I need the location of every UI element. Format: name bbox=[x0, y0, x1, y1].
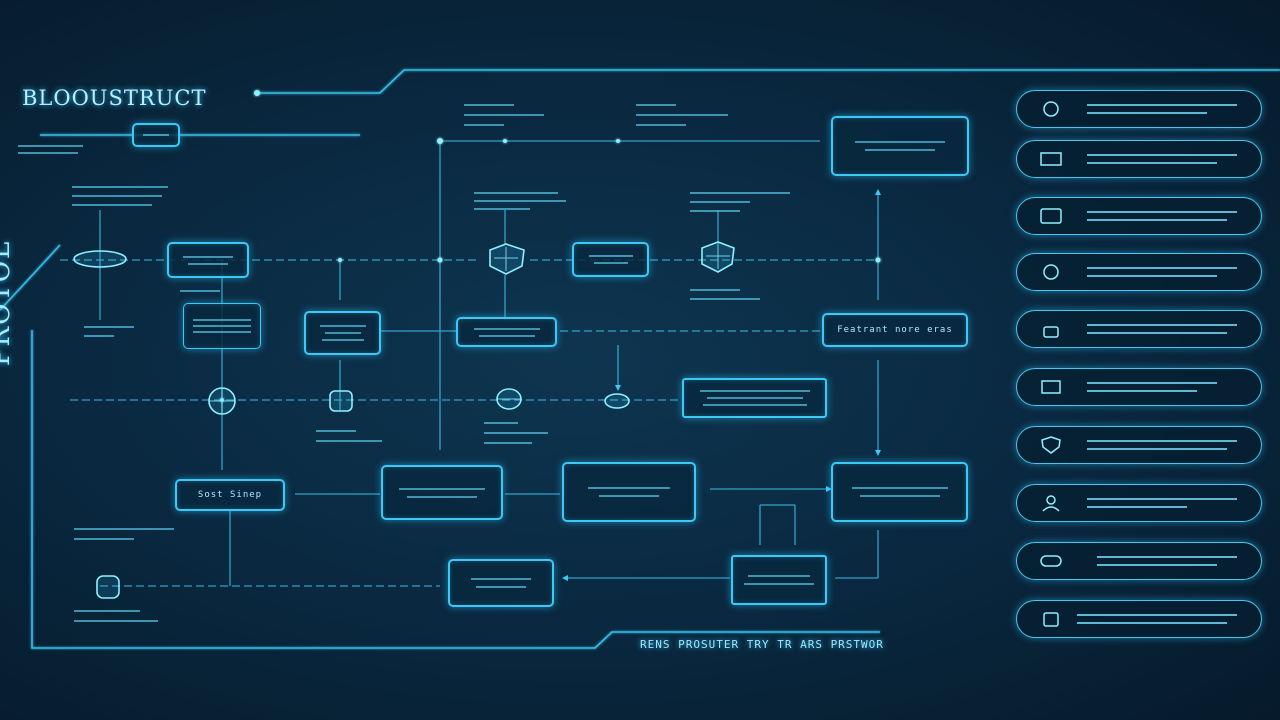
annotation-line bbox=[18, 152, 78, 154]
side-item-10[interactable] bbox=[1016, 600, 1262, 638]
shield-icon bbox=[489, 243, 525, 275]
annotation-line bbox=[72, 204, 152, 206]
annotation-line bbox=[316, 430, 356, 432]
side-item-2[interactable] bbox=[1016, 140, 1262, 178]
annotation-line bbox=[84, 335, 114, 337]
chip-icon bbox=[329, 390, 353, 412]
server-icon bbox=[1040, 208, 1062, 224]
node-mid-a[interactable] bbox=[304, 311, 381, 355]
node-featured[interactable]: Featrant nore eras bbox=[822, 313, 968, 347]
annotation-line bbox=[474, 192, 558, 194]
shield-icon bbox=[1041, 436, 1061, 454]
node-bottom-a[interactable] bbox=[381, 465, 503, 520]
annotation-line bbox=[474, 200, 566, 202]
side-item-7[interactable] bbox=[1016, 426, 1262, 464]
annotation-line bbox=[636, 114, 728, 116]
node-icon bbox=[604, 393, 630, 409]
link-icon bbox=[73, 250, 127, 268]
cloud-icon bbox=[1040, 555, 1062, 567]
annotation-line bbox=[18, 145, 83, 147]
annotation-line bbox=[74, 610, 140, 612]
annotation-line bbox=[690, 298, 760, 300]
side-item-9[interactable] bbox=[1016, 542, 1262, 580]
annotation-line bbox=[464, 114, 544, 116]
annotation-line bbox=[74, 528, 174, 530]
annotation-line bbox=[484, 442, 532, 444]
annotation-line bbox=[690, 210, 740, 212]
annotation-line bbox=[636, 124, 686, 126]
annotation-line bbox=[636, 104, 676, 106]
node-low-a[interactable] bbox=[448, 559, 554, 607]
side-item-3[interactable] bbox=[1016, 197, 1262, 235]
annotation-line bbox=[74, 620, 158, 622]
node-top-right[interactable] bbox=[831, 116, 969, 176]
node-mid-b[interactable] bbox=[456, 317, 557, 347]
node-center-a[interactable] bbox=[572, 242, 649, 277]
annotation-line bbox=[484, 432, 548, 434]
annotation-line bbox=[72, 195, 162, 197]
lock-icon bbox=[1043, 326, 1059, 338]
footer-caption: RENS PROSUTER TRY TR ARS PRSTWOR bbox=[640, 638, 884, 651]
network-icon bbox=[1040, 152, 1062, 166]
lock-icon bbox=[96, 575, 120, 599]
annotation-line bbox=[474, 208, 530, 210]
side-item-6[interactable] bbox=[1016, 368, 1262, 406]
node-top-small[interactable] bbox=[132, 123, 180, 147]
annotation-line bbox=[74, 538, 134, 540]
side-item-8[interactable] bbox=[1016, 484, 1262, 522]
database-icon bbox=[1041, 380, 1061, 394]
node-featured-label: Featrant nore eras bbox=[837, 325, 953, 335]
annotation-line bbox=[690, 192, 790, 194]
key-icon bbox=[1043, 612, 1059, 627]
annotation-line bbox=[690, 289, 740, 291]
node-info-list[interactable] bbox=[682, 378, 827, 418]
diagram-title: BLOOUSTRUCT bbox=[22, 86, 207, 110]
annotation-line bbox=[84, 326, 134, 328]
node-bottom-b[interactable] bbox=[562, 462, 696, 522]
node-bottom-right[interactable] bbox=[831, 462, 968, 522]
node-left-a[interactable] bbox=[167, 242, 249, 278]
side-item-4[interactable] bbox=[1016, 253, 1262, 291]
user-icon bbox=[1042, 495, 1060, 512]
side-item-1[interactable] bbox=[1016, 90, 1262, 128]
node-low-b[interactable] bbox=[731, 555, 827, 605]
node-icon bbox=[1043, 264, 1059, 280]
node-bottom-left[interactable]: Sost Sinep bbox=[175, 479, 285, 511]
node-grid-panel[interactable] bbox=[183, 303, 261, 349]
annotation-line bbox=[464, 104, 514, 106]
side-item-5[interactable] bbox=[1016, 310, 1262, 348]
annotation-line bbox=[484, 422, 518, 424]
annotation-line bbox=[690, 201, 750, 203]
annotation-line bbox=[464, 124, 504, 126]
annotation-line bbox=[72, 186, 168, 188]
annotation-line bbox=[180, 290, 220, 292]
node-bottom-left-label: Sost Sinep bbox=[197, 490, 263, 500]
annotation-line bbox=[316, 440, 382, 442]
link-icon bbox=[1043, 101, 1059, 117]
